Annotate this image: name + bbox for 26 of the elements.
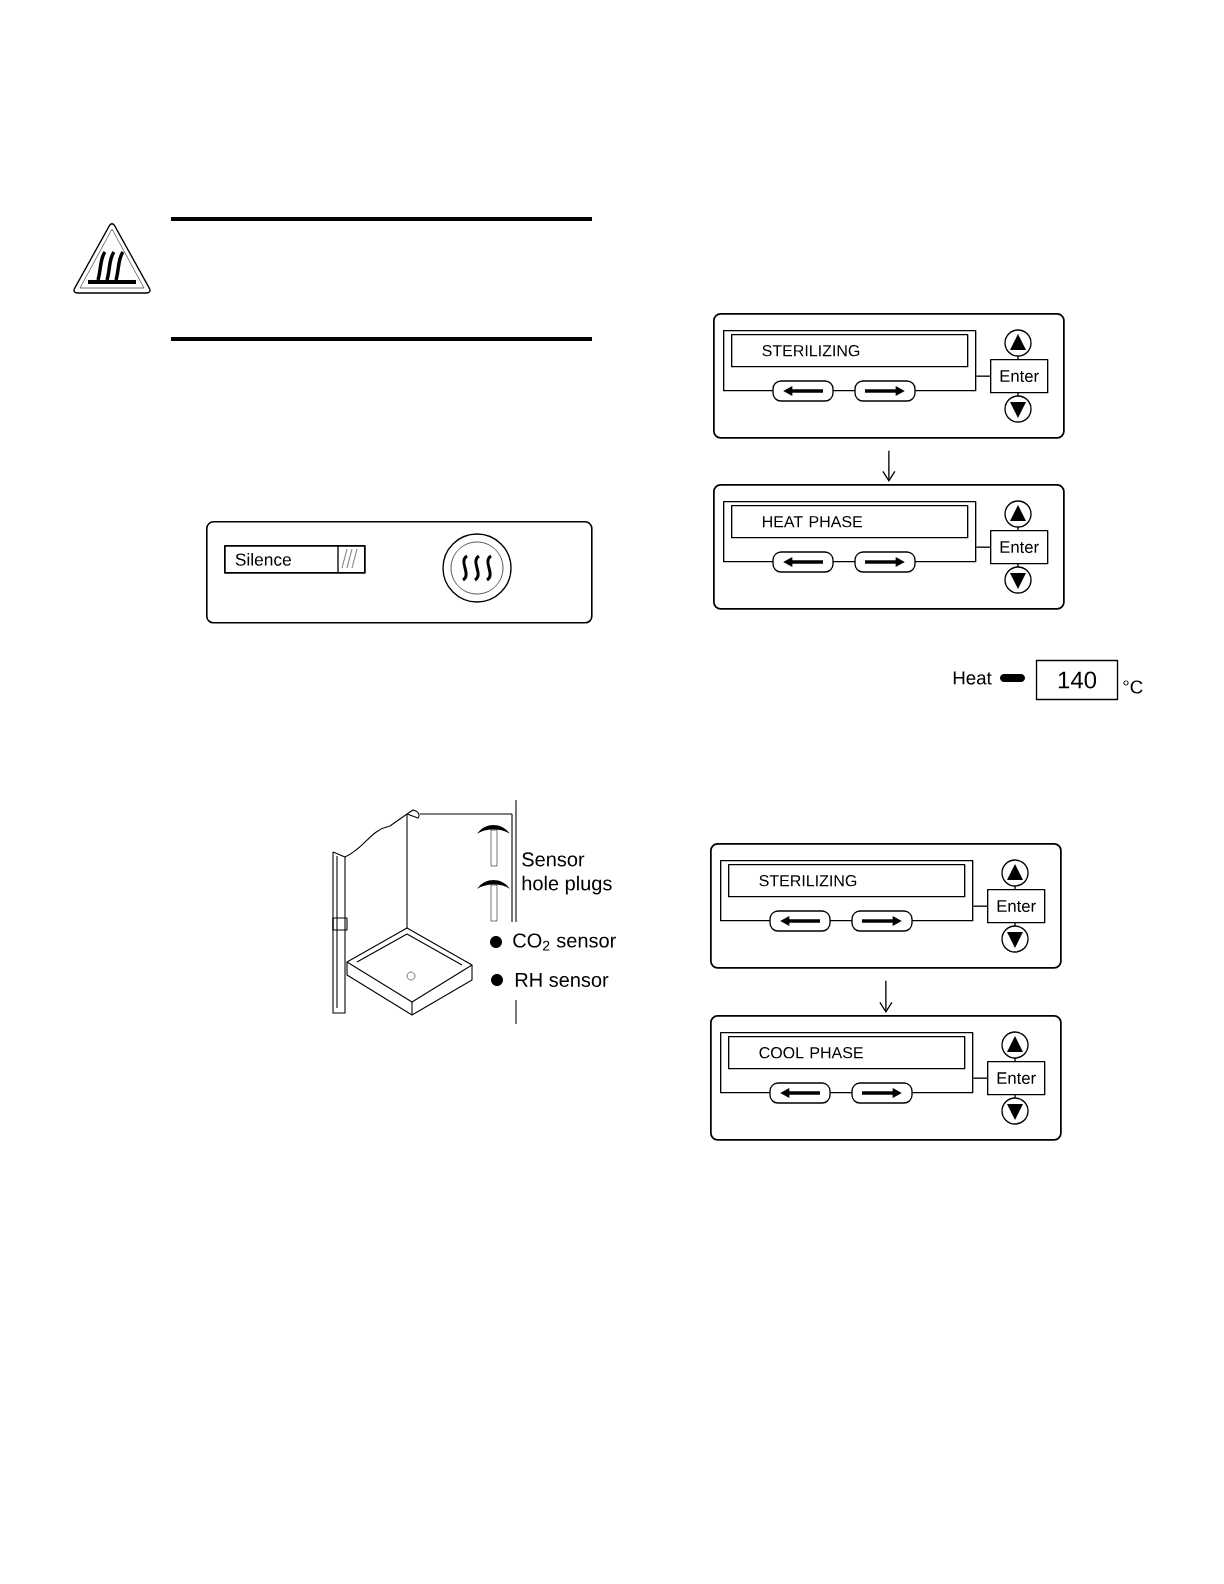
- display-screen: COOL PHASE: [728, 1036, 966, 1070]
- display-frame: [720, 860, 974, 922]
- alarm-panel: [206, 521, 593, 624]
- display-screen: STERILIZING: [728, 864, 966, 898]
- connector-line: [972, 905, 988, 907]
- control-panel: [710, 843, 1062, 969]
- unit-label: °C: [1123, 680, 1143, 694]
- sensor-label: RH sensor: [515, 973, 609, 987]
- sensor-label: CO$_{2}$ sensor: [513, 933, 616, 951]
- display-screen: STERILIZING: [731, 334, 969, 368]
- display-frame: [720, 1032, 974, 1094]
- control-panel: [713, 313, 1065, 439]
- display-screen: HEAT PHASE: [731, 505, 969, 539]
- connector-line: [975, 546, 991, 548]
- sensor-label: Sensor hole plugs: [522, 852, 612, 895]
- connector-line: [975, 375, 991, 377]
- display-frame: [723, 330, 977, 392]
- heat-label: Heat: [953, 671, 992, 685]
- arrow: [882, 450, 896, 482]
- arrow: [879, 980, 893, 1013]
- display-frame: [723, 501, 977, 563]
- connector-line: [972, 1077, 988, 1079]
- control-panel: [713, 484, 1065, 610]
- control-panel: [710, 1015, 1062, 1141]
- silence-button: Silence: [224, 544, 366, 574]
- temperature-field: 140: [1035, 659, 1119, 701]
